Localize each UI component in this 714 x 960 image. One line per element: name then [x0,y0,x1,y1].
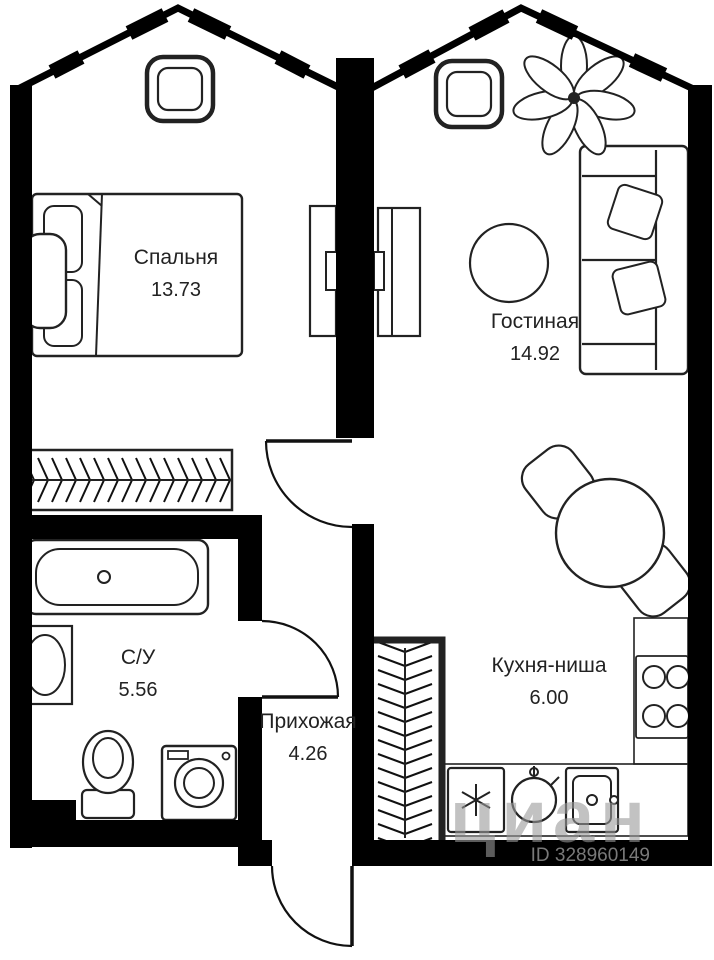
wall-kitchen-bottom [440,840,712,866]
entrance-door-arc [270,865,353,948]
fridge [446,766,506,834]
bathroom-area: 5.56 [119,679,158,701]
wall-corner-block [10,800,76,847]
bed-blanket-fold [87,193,103,207]
cooktop [635,655,690,739]
bathroom-door-arc [261,619,340,698]
bed-blanket-line [95,193,103,357]
kitchen-area: 6.00 [530,687,569,709]
wall-entry-right [352,840,444,866]
dining-table [554,477,666,589]
entrance-door [270,865,354,948]
wall-bathroom-right-top [238,515,262,621]
toilet [80,729,136,820]
kitchen-sink-square [564,766,620,834]
room-labels: Спальня 13.73 Гостиная 14.92 С/У 5.56 Пр… [119,246,607,765]
sofa-pillow [611,260,667,316]
sofa [578,144,690,376]
hallway-area: 4.26 [289,743,328,765]
snowflake-icon [461,784,491,816]
kitchen-sink-round [510,766,560,824]
wall-middle [336,58,374,438]
bathroom-label: С/У [121,646,156,669]
wall-entry-left [238,840,272,866]
doors [261,439,354,948]
roof-lines [11,4,705,97]
bedroom-door [264,439,353,529]
tv-unit-bedroom [308,204,339,338]
bed [22,192,244,358]
wall-right [688,85,712,866]
walls [10,58,712,866]
tv-unit-living [373,206,422,338]
window-symbols [144,54,505,130]
watermark: циан ID 328960149 [450,775,651,866]
washing-machine [160,744,238,822]
watermark-id: ID 328960149 [531,845,650,866]
watermark-logo: циан [450,775,651,858]
roof-window-bars [48,8,668,82]
faucet-icon [609,795,619,805]
kitchen-label: Кухня-ниша [491,654,606,677]
wall-hallway-right [352,524,374,846]
coffee-table [468,222,550,304]
wall-left [10,85,32,848]
bathroom-door [261,619,340,699]
closet-shaft [364,636,446,850]
bathtub [24,538,210,616]
wall-bathroom-top [10,515,262,539]
bedroom-area: 13.73 [151,279,201,301]
faucet-icon [533,766,560,787]
bedroom-door-arc [264,440,353,529]
bedroom-label: Спальня [134,246,218,269]
sofa-pillow [606,183,664,241]
living-area: 14.92 [510,343,560,365]
furniture-layer [12,35,692,850]
living-label: Гостиная [491,310,579,333]
wardrobe [20,448,234,512]
window-symbol-bedroom [144,54,216,124]
window-symbol-living [433,58,505,130]
hallway-label: Прихожая [259,710,356,733]
